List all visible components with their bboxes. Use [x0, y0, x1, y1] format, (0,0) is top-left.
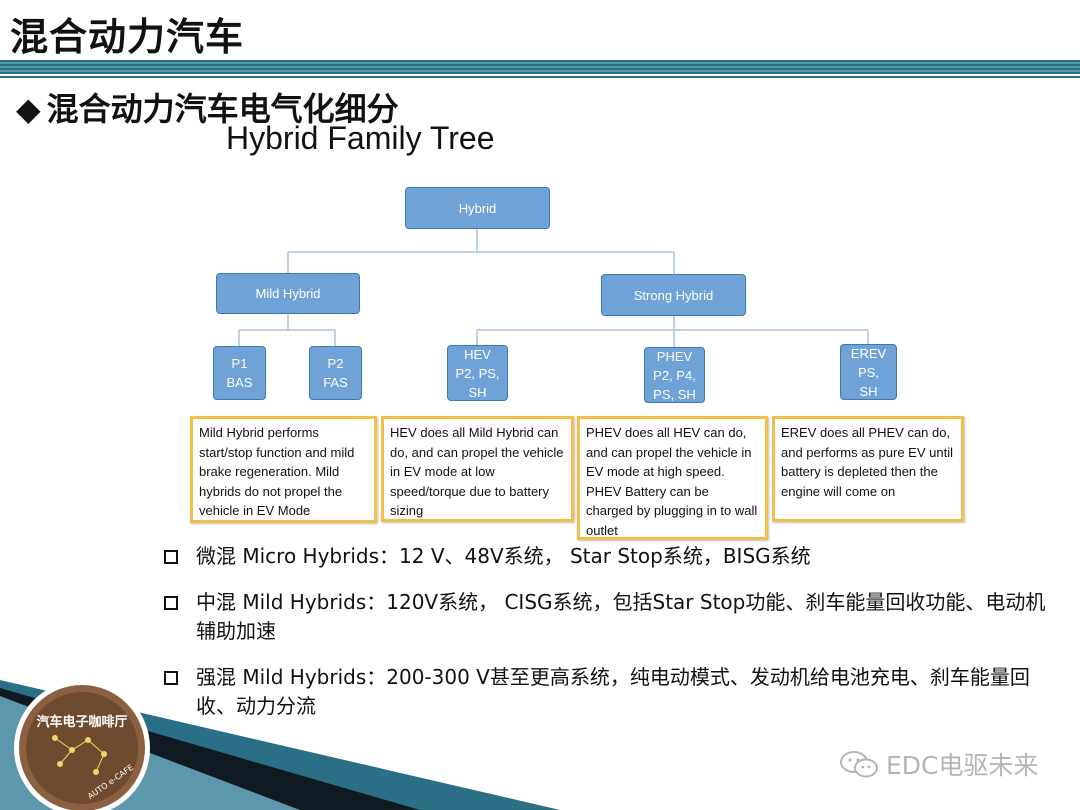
checkbox-bullet-icon [164, 671, 178, 685]
node-p1-bas: P1 BAS [213, 346, 266, 400]
node-phev: PHEV P2, P4, PS, SH [644, 347, 705, 403]
node-erev: EREV PS, SH [840, 344, 897, 400]
node-hev: HEV P2, PS, SH [447, 345, 508, 401]
diamond-bullet-icon: ◆ [16, 90, 41, 128]
bullet-list: 微混 Micro Hybrids：12 V、48V系统， Star Stop系统… [160, 542, 1060, 738]
wechat-icon [840, 751, 878, 778]
checkbox-bullet-icon [164, 596, 178, 610]
auto-ecafe-logo: 汽车电子咖啡厅 AUTO e-CAFE [14, 680, 150, 810]
watermark: EDC电驱未来 [838, 746, 1039, 782]
header-bar [0, 60, 1080, 74]
desc-phev: PHEV does all HEV can do, and can propel… [577, 416, 768, 540]
section-subtitle: ◆混合动力汽车电气化细分 [16, 84, 399, 130]
desc-mild-hybrid: Mild Hybrid performs start/stop function… [190, 416, 377, 523]
page-title: 混合动力汽车 [10, 15, 245, 59]
node-mild-hybrid: Mild Hybrid [216, 273, 360, 314]
tree-connectors [238, 229, 869, 347]
checkbox-bullet-icon [164, 550, 178, 564]
node-p2-fas: P2 FAS [309, 346, 362, 400]
tree-title: Hybrid Family Tree [226, 120, 495, 156]
node-strong-hybrid: Strong Hybrid [601, 274, 746, 316]
watermark-text: EDC电驱未来 [886, 751, 1039, 780]
bullet-item: 强混 Mild Hybrids：200-300 V甚至更高系统，纯电动模式、发动… [160, 663, 1060, 721]
header-divider [0, 76, 1080, 78]
footer-decoration: 汽车电子咖啡厅 AUTO e-CAFE [0, 680, 560, 810]
bullet-item: 中混 Mild Hybrids：120V系统， CISG系统，包括Star St… [160, 588, 1060, 646]
node-hybrid: Hybrid [405, 187, 550, 229]
bullet-item: 微混 Micro Hybrids：12 V、48V系统， Star Stop系统… [160, 542, 1060, 571]
subtitle-text: 混合动力汽车电气化细分 [46, 90, 399, 128]
desc-hev: HEV does all Mild Hybrid can do, and can… [381, 416, 574, 522]
logo-text: 汽车电子咖啡厅 [36, 714, 127, 730]
desc-erev: EREV does all PHEV can do, and performs … [772, 416, 964, 522]
